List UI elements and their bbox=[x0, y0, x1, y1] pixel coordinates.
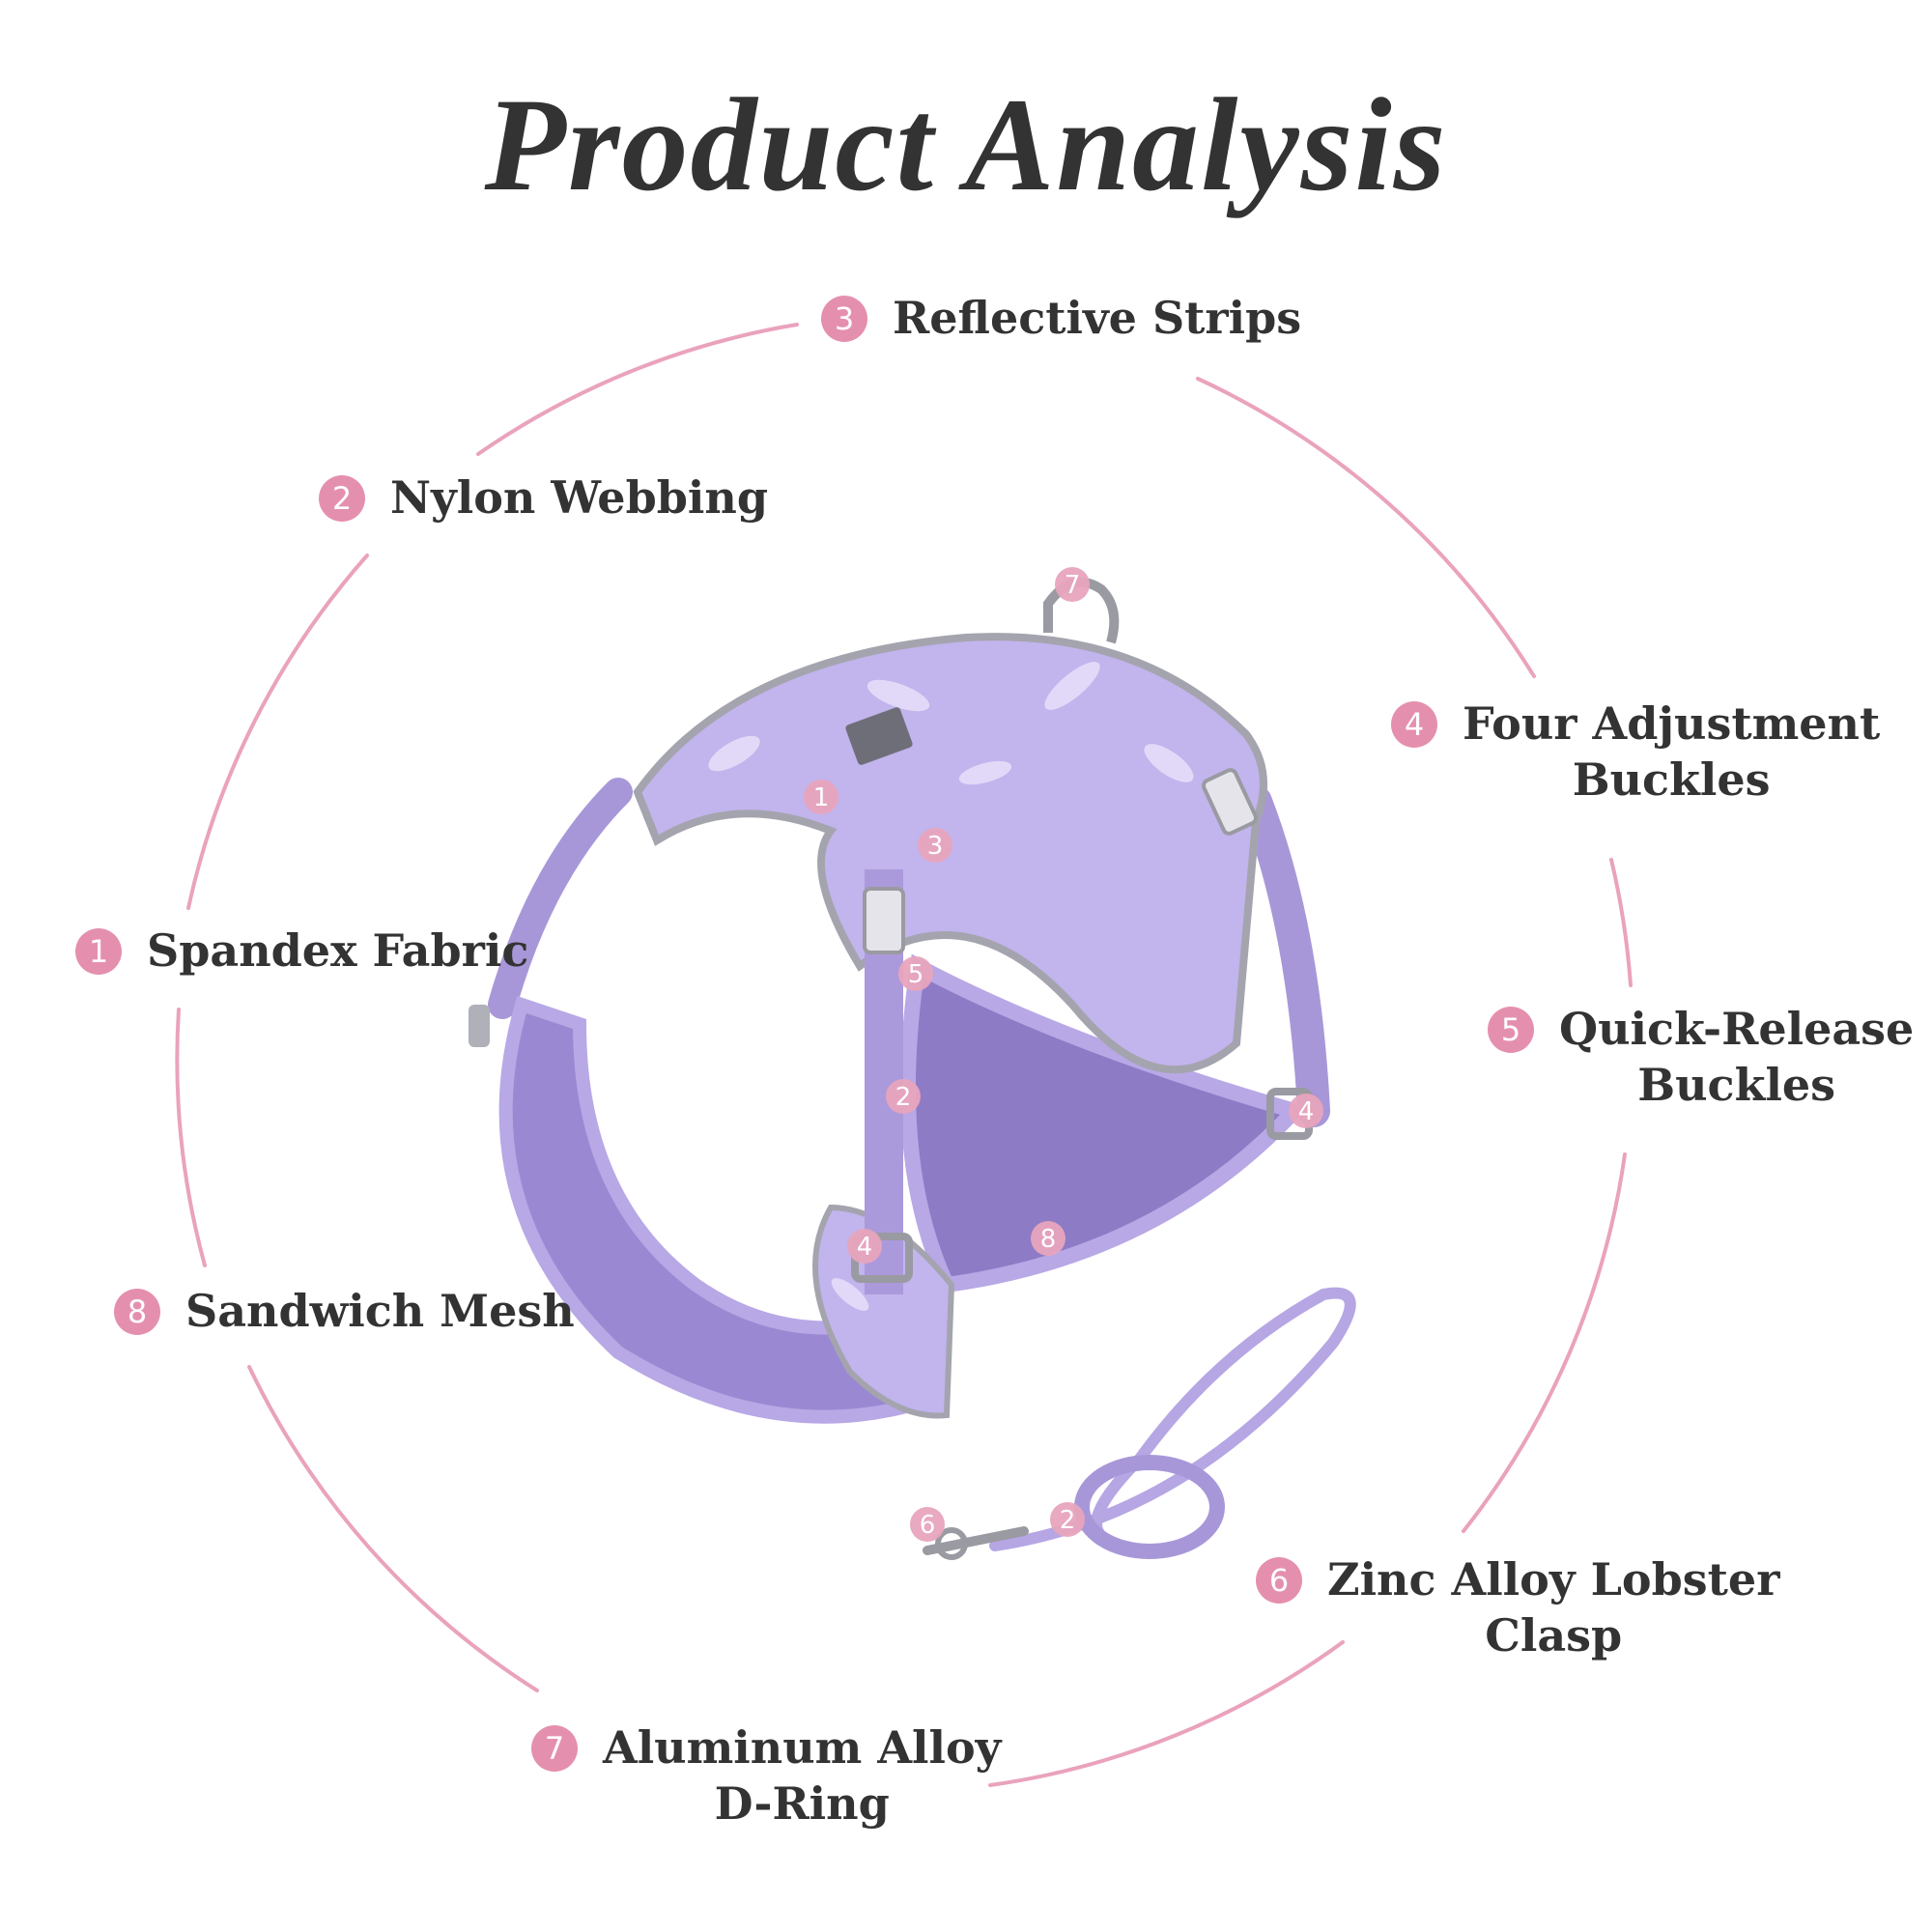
feature-number-badge: 8 bbox=[114, 1289, 160, 1335]
arc-segment bbox=[175, 1008, 207, 1267]
feature-label: Sandwich Mesh bbox=[185, 1285, 575, 1337]
arc-segment bbox=[1196, 377, 1536, 678]
feature-zinc-alloy-lobster-clasp: 6 Zinc Alloy Lobster Clasp bbox=[1256, 1551, 1779, 1663]
decorative-circle bbox=[175, 323, 1633, 1787]
product-marker: 5 bbox=[898, 956, 933, 991]
product-marker: 7 bbox=[1055, 567, 1090, 602]
feature-label: Four Adjustment Buckles bbox=[1463, 697, 1881, 806]
feature-aluminum-alloy-d-ring: 7 Aluminum Alloy D-Ring bbox=[531, 1719, 1001, 1832]
feature-label: Quick-Release Buckles bbox=[1559, 1003, 1915, 1111]
d-ring bbox=[1043, 577, 1120, 644]
product-marker-number: 7 bbox=[1065, 571, 1081, 600]
product-marker-number: 8 bbox=[1040, 1225, 1057, 1254]
left-strap bbox=[488, 778, 633, 1019]
buckle bbox=[469, 1005, 490, 1047]
product-marker-number: 2 bbox=[1060, 1506, 1076, 1535]
product-marker-number: 5 bbox=[908, 960, 924, 989]
feature-label: Reflective Strips bbox=[893, 292, 1302, 344]
feature-number-badge: 2 bbox=[319, 475, 365, 522]
product-marker: 8 bbox=[1031, 1221, 1065, 1256]
right-strap bbox=[1239, 785, 1330, 1127]
product-marker: 2 bbox=[886, 1079, 921, 1114]
feature-reflective-strips: 3 Reflective Strips bbox=[821, 290, 1301, 346]
logo-tag bbox=[845, 707, 913, 765]
feature-number-badge: 3 bbox=[821, 296, 867, 342]
product-marker: 2 bbox=[1050, 1502, 1085, 1537]
feature-spandex-fabric: 1 Spandex Fabric bbox=[75, 923, 528, 979]
feature-label: Nylon Webbing bbox=[390, 471, 768, 524]
product-marker: 6 bbox=[910, 1507, 945, 1542]
product-marker-number: 2 bbox=[895, 1083, 912, 1112]
lobster-clasp bbox=[923, 1526, 1029, 1555]
product-marker-number: 4 bbox=[1298, 1097, 1315, 1126]
product-marker-number: 6 bbox=[920, 1511, 936, 1540]
leash bbox=[989, 1287, 1356, 1551]
product-marker-number: 4 bbox=[857, 1233, 873, 1262]
product-marker: 4 bbox=[1289, 1094, 1323, 1128]
leash-coil bbox=[1074, 1455, 1225, 1559]
feature-number-badge: 1 bbox=[75, 928, 122, 975]
product-marker: 4 bbox=[847, 1229, 882, 1264]
feature-label: Spandex Fabric bbox=[147, 924, 529, 977]
feature-number-badge: 4 bbox=[1391, 701, 1437, 748]
product-marker-number: 3 bbox=[927, 832, 944, 861]
feature-label: Aluminum Alloy D-Ring bbox=[603, 1721, 1002, 1830]
product-markers: 7 1 3 5 2 4 4 8 6 2 bbox=[804, 567, 1323, 1542]
page-title: Product Analysis bbox=[484, 71, 1448, 218]
product-marker: 3 bbox=[918, 828, 952, 863]
feature-quick-release-buckles: 5 Quick-Release Buckles bbox=[1488, 1001, 1914, 1113]
feature-label: Zinc Alloy Lobster Clasp bbox=[1327, 1553, 1780, 1662]
floral-pattern bbox=[708, 662, 1194, 1311]
buckle bbox=[1201, 768, 1259, 836]
feature-nylon-webbing: 2 Nylon Webbing bbox=[319, 469, 768, 526]
arc-segment bbox=[247, 1365, 539, 1692]
product-marker-number: 1 bbox=[813, 783, 830, 812]
arc-segment bbox=[988, 1640, 1345, 1787]
arc-segment bbox=[1609, 858, 1633, 987]
arc-segment bbox=[186, 554, 369, 910]
buckle bbox=[863, 887, 905, 954]
feature-sandwich-mesh: 8 Sandwich Mesh bbox=[114, 1283, 575, 1339]
mesh-panel bbox=[900, 953, 1309, 1293]
product-marker: 1 bbox=[804, 780, 838, 814]
feature-number-badge: 7 bbox=[531, 1725, 578, 1772]
feature-number-badge: 5 bbox=[1488, 1007, 1534, 1053]
harness-illustration bbox=[469, 577, 1356, 1560]
arc-segment bbox=[476, 323, 799, 456]
feature-number-badge: 6 bbox=[1256, 1557, 1302, 1604]
feature-four-adjustment-buckles: 4 Four Adjustment Buckles bbox=[1391, 696, 1880, 808]
arc-segment bbox=[1462, 1152, 1627, 1533]
